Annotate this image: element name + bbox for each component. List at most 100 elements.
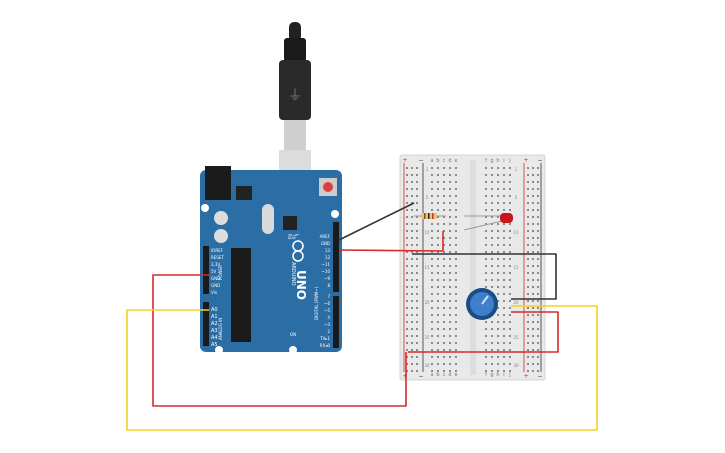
breadboard-hole[interactable]: [509, 244, 511, 246]
breadboard-hole[interactable]: [527, 300, 529, 302]
breadboard-hole[interactable]: [532, 223, 534, 225]
breadboard-hole[interactable]: [406, 300, 408, 302]
breadboard-hole[interactable]: [449, 328, 451, 330]
breadboard-hole[interactable]: [455, 244, 457, 246]
breadboard-hole[interactable]: [527, 244, 529, 246]
breadboard-hole[interactable]: [449, 230, 451, 232]
breadboard-hole[interactable]: [503, 237, 505, 239]
breadboard-hole[interactable]: [527, 223, 529, 225]
breadboard-hole[interactable]: [411, 328, 413, 330]
breadboard-hole[interactable]: [509, 258, 511, 260]
breadboard-hole[interactable]: [406, 286, 408, 288]
breadboard-hole[interactable]: [503, 174, 505, 176]
resistor[interactable]: [414, 213, 446, 219]
breadboard-hole[interactable]: [485, 265, 487, 267]
breadboard-hole[interactable]: [449, 181, 451, 183]
breadboard-hole[interactable]: [503, 321, 505, 323]
breadboard-hole[interactable]: [455, 335, 457, 337]
breadboard-hole[interactable]: [532, 321, 534, 323]
breadboard-hole[interactable]: [443, 363, 445, 365]
breadboard-hole[interactable]: [503, 244, 505, 246]
breadboard-hole[interactable]: [485, 223, 487, 225]
breadboard-hole[interactable]: [491, 216, 493, 218]
breadboard-hole[interactable]: [455, 195, 457, 197]
breadboard-hole[interactable]: [411, 188, 413, 190]
breadboard-hole[interactable]: [437, 272, 439, 274]
breadboard-hole[interactable]: [497, 216, 499, 218]
breadboard-hole[interactable]: [411, 342, 413, 344]
breadboard[interactable]: a b c d e f g h i j a b c d e f g h i j …: [399, 154, 546, 381]
breadboard-hole[interactable]: [503, 293, 505, 295]
breadboard-hole[interactable]: [485, 188, 487, 190]
breadboard-hole[interactable]: [527, 293, 529, 295]
breadboard-hole[interactable]: [416, 286, 418, 288]
breadboard-hole[interactable]: [503, 356, 505, 358]
breadboard-hole[interactable]: [411, 209, 413, 211]
breadboard-hole[interactable]: [406, 174, 408, 176]
breadboard-hole[interactable]: [527, 272, 529, 274]
breadboard-hole[interactable]: [497, 328, 499, 330]
breadboard-hole[interactable]: [537, 251, 539, 253]
breadboard-hole[interactable]: [532, 202, 534, 204]
breadboard-hole[interactable]: [443, 314, 445, 316]
breadboard-hole[interactable]: [503, 209, 505, 211]
breadboard-hole[interactable]: [416, 272, 418, 274]
breadboard-hole[interactable]: [449, 167, 451, 169]
breadboard-hole[interactable]: [497, 244, 499, 246]
breadboard-hole[interactable]: [443, 195, 445, 197]
breadboard-hole[interactable]: [537, 321, 539, 323]
breadboard-hole[interactable]: [497, 272, 499, 274]
breadboard-hole[interactable]: [537, 265, 539, 267]
breadboard-hole[interactable]: [532, 230, 534, 232]
wire-gnd-black[interactable]: [338, 202, 415, 241]
breadboard-hole[interactable]: [503, 279, 505, 281]
breadboard-hole[interactable]: [416, 202, 418, 204]
breadboard-hole[interactable]: [537, 356, 539, 358]
breadboard-hole[interactable]: [537, 223, 539, 225]
breadboard-hole[interactable]: [503, 363, 505, 365]
breadboard-hole[interactable]: [527, 279, 529, 281]
breadboard-hole[interactable]: [503, 167, 505, 169]
breadboard-hole[interactable]: [455, 258, 457, 260]
breadboard-hole[interactable]: [431, 265, 433, 267]
breadboard-hole[interactable]: [437, 342, 439, 344]
breadboard-hole[interactable]: [497, 279, 499, 281]
breadboard-hole[interactable]: [431, 335, 433, 337]
breadboard-hole[interactable]: [443, 216, 445, 218]
breadboard-hole[interactable]: [497, 363, 499, 365]
breadboard-hole[interactable]: [532, 279, 534, 281]
breadboard-hole[interactable]: [416, 307, 418, 309]
breadboard-hole[interactable]: [485, 272, 487, 274]
breadboard-hole[interactable]: [509, 370, 511, 372]
breadboard-hole[interactable]: [431, 174, 433, 176]
breadboard-hole[interactable]: [485, 286, 487, 288]
breadboard-hole[interactable]: [537, 209, 539, 211]
breadboard-hole[interactable]: [449, 272, 451, 274]
breadboard-hole[interactable]: [509, 300, 511, 302]
breadboard-hole[interactable]: [416, 216, 418, 218]
breadboard-hole[interactable]: [411, 174, 413, 176]
breadboard-hole[interactable]: [406, 167, 408, 169]
breadboard-hole[interactable]: [485, 349, 487, 351]
breadboard-hole[interactable]: [537, 328, 539, 330]
breadboard-hole[interactable]: [431, 293, 433, 295]
breadboard-hole[interactable]: [411, 300, 413, 302]
breadboard-hole[interactable]: [411, 321, 413, 323]
breadboard-hole[interactable]: [503, 342, 505, 344]
breadboard-hole[interactable]: [431, 202, 433, 204]
breadboard-hole[interactable]: [455, 188, 457, 190]
breadboard-hole[interactable]: [497, 335, 499, 337]
breadboard-hole[interactable]: [527, 188, 529, 190]
breadboard-hole[interactable]: [431, 272, 433, 274]
breadboard-hole[interactable]: [503, 314, 505, 316]
breadboard-hole[interactable]: [437, 188, 439, 190]
breadboard-hole[interactable]: [509, 328, 511, 330]
breadboard-hole[interactable]: [532, 258, 534, 260]
breadboard-hole[interactable]: [437, 279, 439, 281]
breadboard-hole[interactable]: [503, 230, 505, 232]
breadboard-hole[interactable]: [509, 188, 511, 190]
breadboard-hole[interactable]: [491, 370, 493, 372]
breadboard-hole[interactable]: [527, 202, 529, 204]
breadboard-hole[interactable]: [503, 188, 505, 190]
breadboard-hole[interactable]: [497, 286, 499, 288]
